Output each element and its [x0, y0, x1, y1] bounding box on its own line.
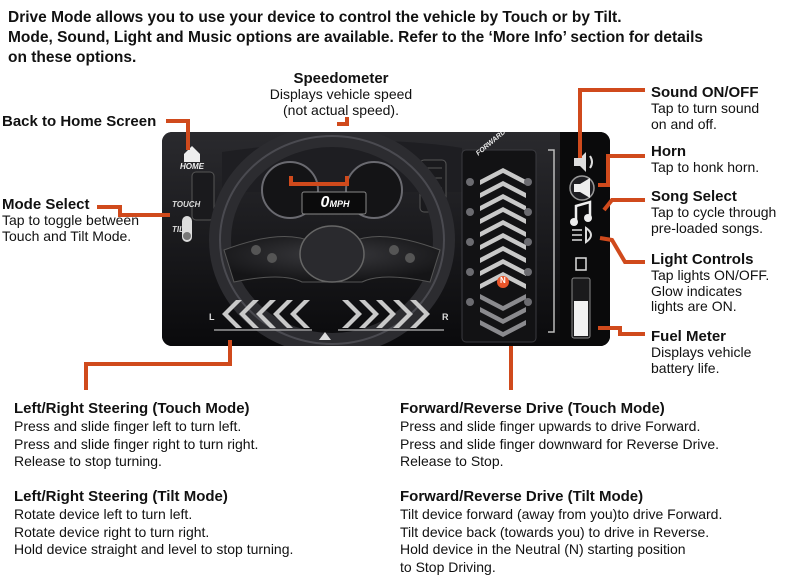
horn-title: Horn — [651, 143, 686, 160]
song-callout: Song Select Tap to cycle through pre-loa… — [651, 188, 776, 236]
steer-touch-title: Left/Right Steering (Touch Mode) — [14, 400, 250, 417]
sound-callout: Sound ON/OFF Tap to turn sound on and of… — [651, 84, 759, 132]
horn-desc: Tap to honk horn. — [651, 159, 760, 175]
intro-text: Drive Mode allows you to use your device… — [8, 8, 783, 68]
home-icon — [184, 146, 200, 162]
intro-line-3: on these options. — [8, 49, 137, 66]
drive-touch-desc: Press and slide finger upwards to drive … — [400, 418, 720, 469]
light-title: Light Controls — [651, 251, 754, 268]
steer-right-chevron — [376, 300, 396, 328]
light-desc: Tap lights ON/OFF. Glow indicates lights… — [651, 267, 770, 314]
light-callout: Light Controls Tap lights ON/OFF. Glow i… — [651, 251, 769, 315]
sound-desc: Tap to turn sound on and off. — [651, 100, 760, 132]
drive-tilt-title: Forward/Reverse Drive (Tilt Mode) — [400, 488, 644, 505]
drive-reverse-chevron — [480, 307, 526, 324]
drive-forward-chevron — [480, 181, 526, 198]
speed-unit: MPH — [329, 199, 350, 209]
back-home-callout: Back to Home Screen — [2, 113, 156, 130]
intro-line-2: Mode, Sound, Light and Music options are… — [8, 29, 704, 46]
drive-forward-chevron — [480, 259, 526, 276]
horn-button[interactable] — [566, 176, 600, 202]
steer-left-chevron — [256, 300, 276, 328]
drive-touch-title: Forward/Reverse Drive (Touch Mode) — [400, 400, 665, 417]
drive-forward-chevron — [480, 272, 526, 289]
steer-right-chevron — [410, 300, 430, 328]
steering-slider[interactable] — [214, 298, 444, 330]
steer-right-chevron — [342, 300, 362, 328]
home-label: HOME — [180, 162, 204, 171]
drive-mode-screen: HOME TOUCH TILT 0MPH L R FORWARD N — [162, 132, 610, 346]
steer-left-chevron — [239, 300, 259, 328]
drive-forward-chevron — [480, 233, 526, 250]
sound-toggle-button[interactable] — [566, 146, 600, 178]
dashboard-art — [162, 132, 610, 346]
mode-toggle[interactable]: TOUCH TILT — [172, 200, 212, 234]
speedometer-desc: Displays vehicle speed (not actual speed… — [269, 86, 413, 118]
drive-tilt-desc: Tilt device forward (away from you)to dr… — [400, 506, 723, 575]
steer-right-label: R — [442, 312, 449, 322]
drive-forward-chevron — [480, 168, 526, 185]
steer-left-chevron — [273, 300, 293, 328]
steer-touch-desc: Press and slide finger left to turn left… — [14, 418, 259, 469]
fuel-callout: Fuel Meter Displays vehicle battery life… — [651, 328, 751, 376]
song-desc: Tap to cycle through pre-loaded songs. — [651, 204, 777, 236]
intro-line-1: Drive Mode allows you to use your device… — [8, 9, 622, 26]
fuel-gauge-fill — [574, 301, 588, 336]
steer-left-chevron — [290, 300, 310, 328]
song-title: Song Select — [651, 188, 737, 205]
steer-tilt-section: Left/Right Steering (Tilt Mode) Rotate d… — [14, 487, 293, 559]
speed-readout: 0MPH — [304, 194, 366, 212]
drive-slider[interactable] — [462, 150, 536, 342]
fuel-title: Fuel Meter — [651, 328, 727, 345]
drive-forward-chevron — [480, 194, 526, 211]
mode-select-desc: Tap to toggle between Touch and Tilt Mod… — [2, 212, 139, 244]
steer-left-label: L — [209, 312, 215, 322]
mode-tilt-label: TILT — [172, 225, 189, 234]
mode-select-callout: Mode Select Tap to toggle between Touch … — [2, 196, 139, 244]
speed-value: 0 — [320, 194, 330, 211]
fuel-desc: Displays vehicle battery life. — [651, 344, 752, 376]
music-note-icon — [574, 200, 592, 222]
speedometer-callout: Speedometer Displays vehicle speed (not … — [246, 70, 436, 118]
steer-tilt-desc: Rotate device left to turn left. Rotate … — [14, 506, 294, 557]
horn-callout: Horn Tap to honk horn. — [651, 143, 759, 176]
steer-right-chevron — [359, 300, 379, 328]
light-toggle-button[interactable] — [566, 226, 600, 246]
steer-right-chevron — [393, 300, 413, 328]
fuel-pump-icon — [575, 257, 587, 271]
neutral-label: N — [500, 276, 506, 285]
steer-touch-section: Left/Right Steering (Touch Mode) Press a… — [14, 399, 258, 471]
back-home-title: Back to Home Screen — [2, 113, 157, 130]
drive-reverse-chevron — [480, 320, 526, 337]
drive-touch-section: Forward/Reverse Drive (Touch Mode) Press… — [400, 399, 719, 471]
sound-title: Sound ON/OFF — [651, 84, 759, 101]
song-select-button[interactable] — [566, 202, 600, 226]
drive-forward-chevron — [480, 207, 526, 224]
mode-touch-label: TOUCH — [172, 200, 201, 209]
home-button[interactable]: HOME — [178, 162, 206, 171]
drive-forward-chevron — [480, 246, 526, 263]
speedometer-title: Speedometer — [293, 70, 389, 87]
steer-left-chevron — [222, 300, 242, 328]
drive-forward-chevron — [480, 220, 526, 237]
steer-tilt-title: Left/Right Steering (Tilt Mode) — [14, 488, 228, 505]
horn-icon — [574, 178, 590, 198]
drive-reverse-chevron — [480, 294, 526, 311]
mode-select-title: Mode Select — [2, 196, 90, 213]
headlight-icon — [585, 226, 592, 244]
drive-tilt-section: Forward/Reverse Drive (Tilt Mode) Tilt d… — [400, 487, 722, 576]
